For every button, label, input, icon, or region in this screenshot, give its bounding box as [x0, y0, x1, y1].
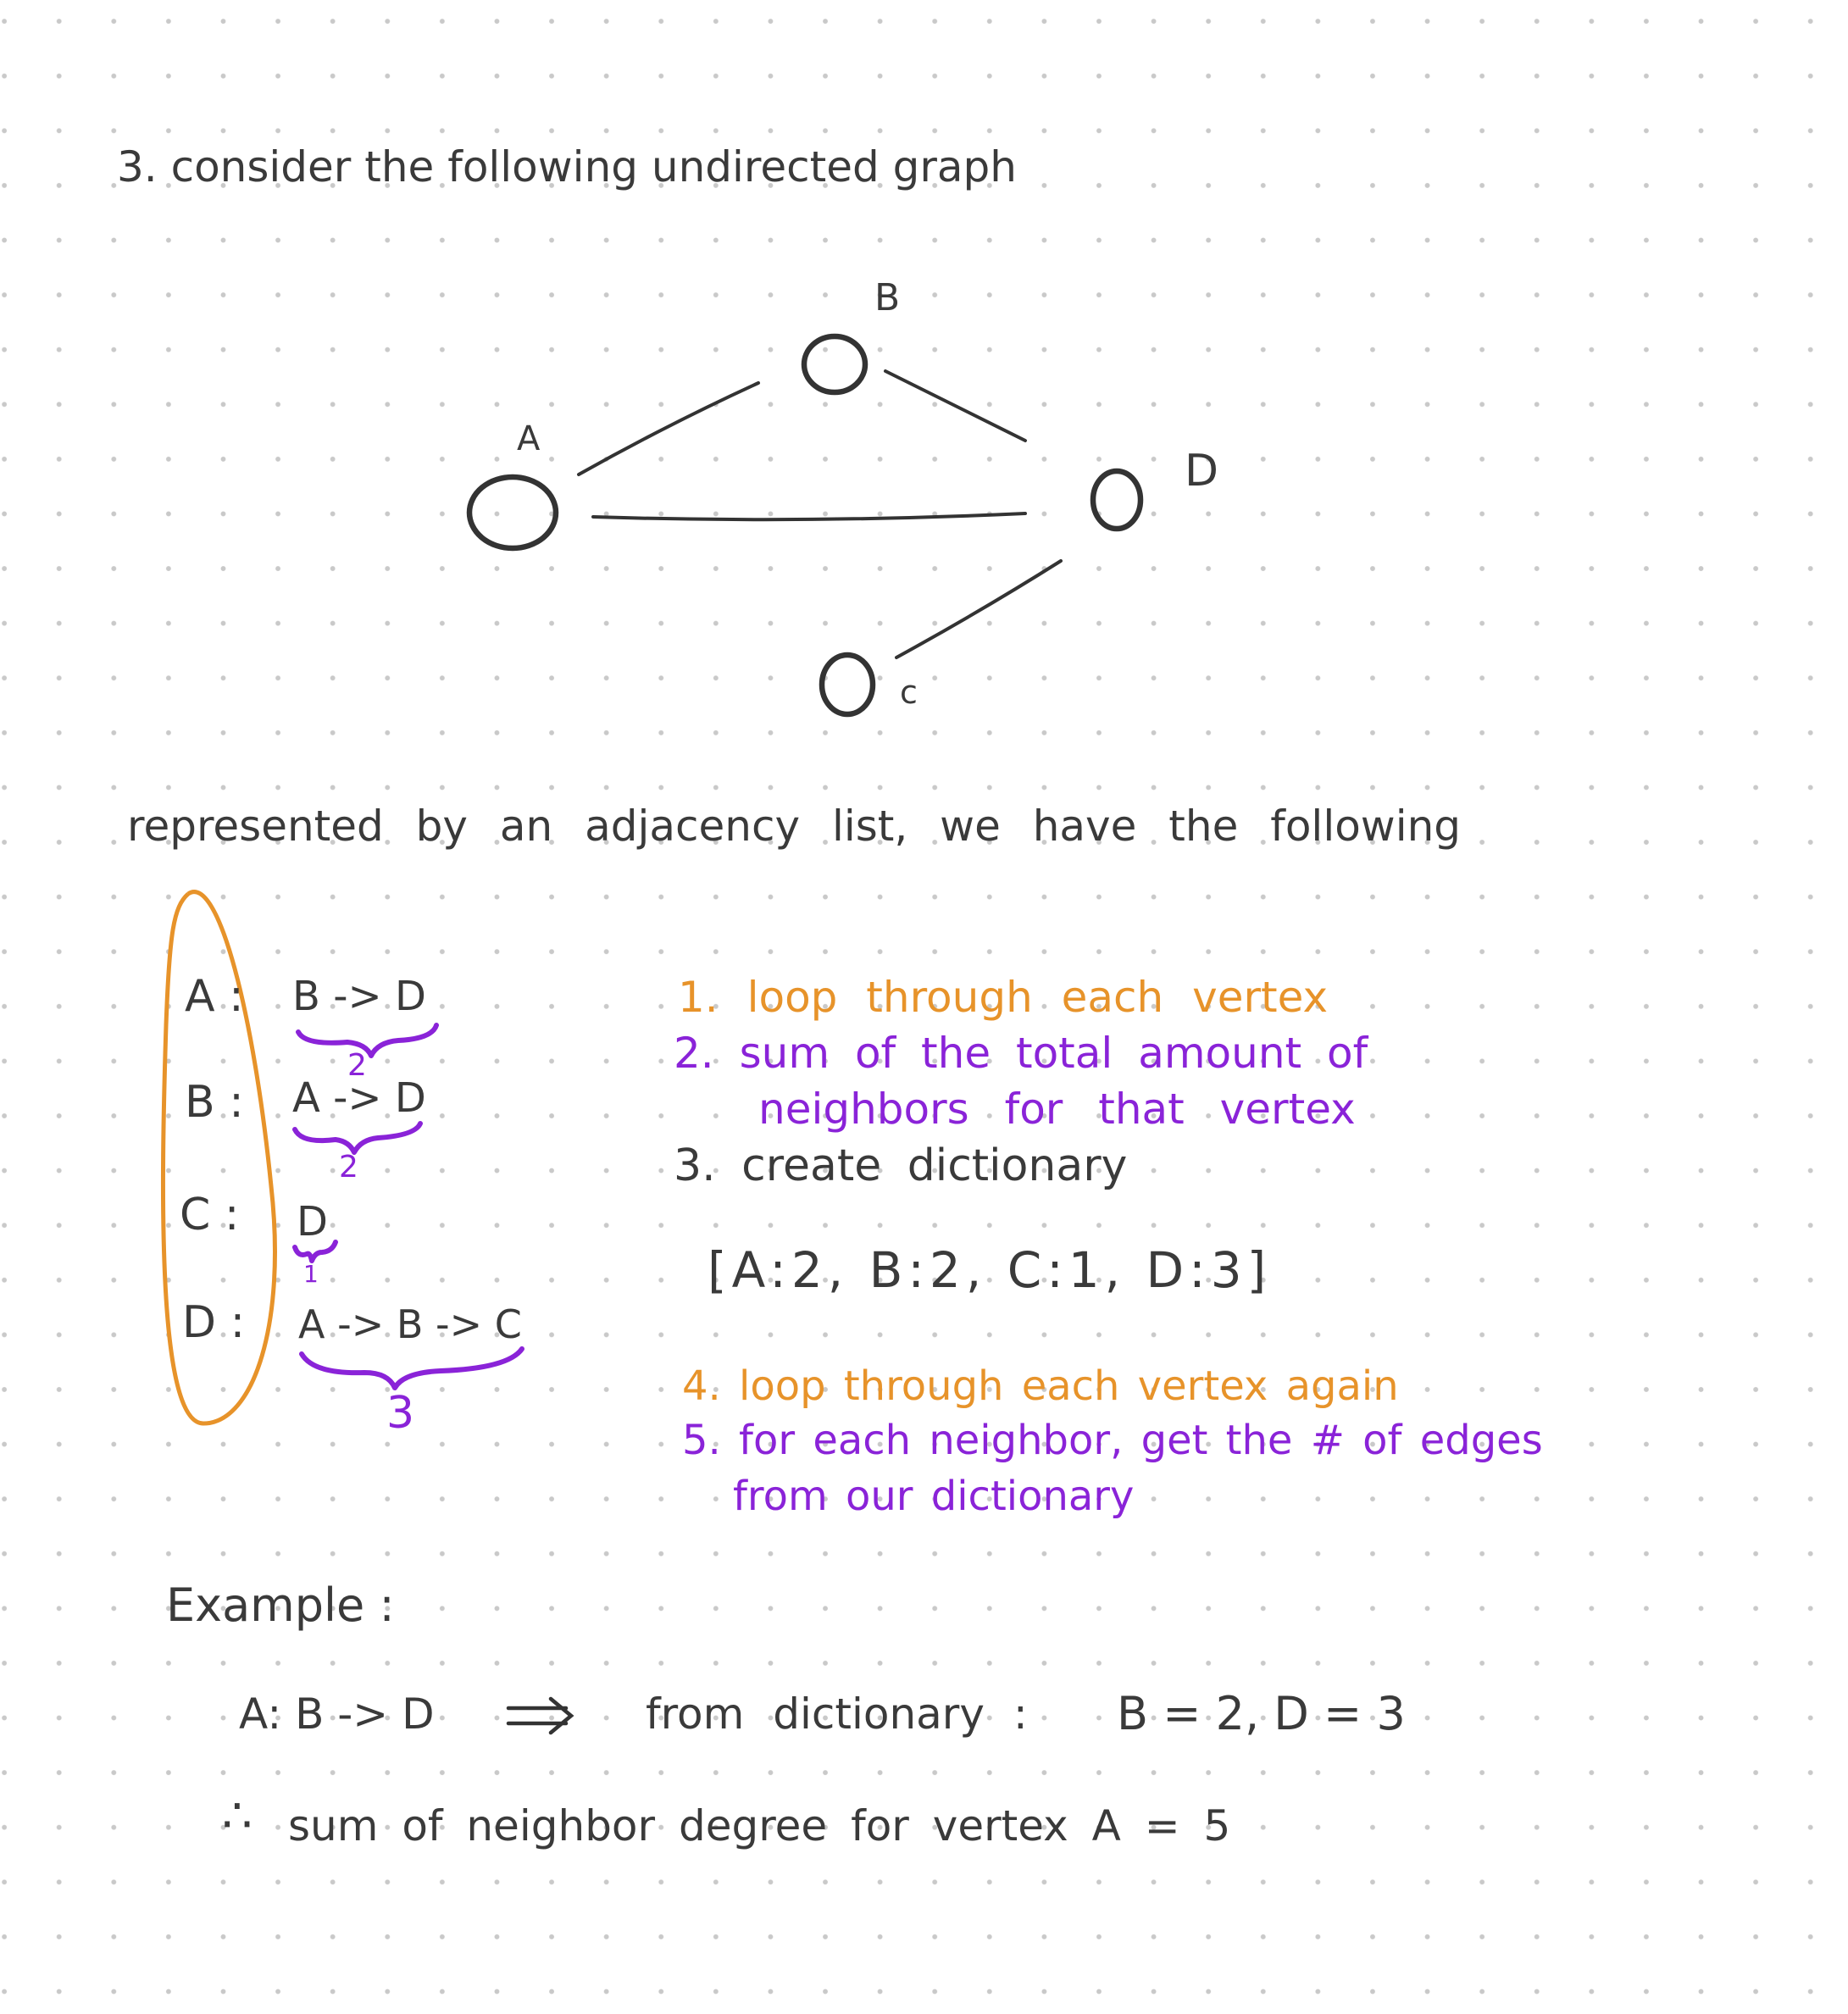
adjacency-intro: represented by an adjacency list, we hav…: [127, 802, 1462, 851]
node-label-c: c: [900, 674, 918, 711]
example-dictionary-lookup: from dictionary :: [646, 1689, 1028, 1739]
edge-a-b: [577, 381, 760, 476]
brace-b: [292, 1121, 423, 1155]
node-b: [801, 333, 869, 396]
vertex-d-label: D :: [182, 1297, 246, 1348]
node-label-b: B: [874, 276, 901, 319]
step-5-continued: from our dictionary: [733, 1473, 1135, 1520]
step-4: 4. loop through each vertex again: [682, 1362, 1399, 1410]
step-5: 5. for each neighbor, get the # of edges: [682, 1417, 1543, 1464]
vertex-c-count: 1: [303, 1260, 319, 1288]
problem-title: 3. consider the following undirected gra…: [117, 142, 1017, 191]
step-1: 1. loop through each vertex: [678, 973, 1329, 1022]
degree-dictionary: [A:2, B:2, C:1, D:3]: [708, 1241, 1272, 1299]
brace-d: [299, 1346, 524, 1390]
vertex-b-list: A -> D: [292, 1074, 426, 1122]
vertex-b-count: 2: [339, 1150, 358, 1185]
vertex-d-count: 3: [386, 1388, 415, 1439]
node-d: [1090, 468, 1144, 532]
vertex-loop-highlight: [160, 890, 277, 1426]
brace-a: [296, 1023, 439, 1058]
edge-c-d: [895, 559, 1063, 659]
node-label-a: A: [517, 419, 541, 458]
vertex-a-list: B -> D: [292, 973, 426, 1020]
example-arrow-icon: [506, 1696, 574, 1735]
example-lookup-values: B = 2, D = 3: [1117, 1687, 1406, 1740]
example-arrow-text: =>: [508, 1696, 576, 1737]
therefore-icon: ∴: [222, 1789, 253, 1844]
step-2-continued: neighbors for that vertex: [758, 1085, 1356, 1134]
brace-c: [292, 1240, 338, 1263]
step-2: 2. sum of the total amount of: [674, 1029, 1368, 1078]
example-vertex-list: A: B -> D: [239, 1689, 435, 1739]
vertex-b-label: B :: [185, 1077, 244, 1128]
node-a: [466, 474, 559, 552]
node-c: [819, 652, 876, 718]
step-3: 3. create dictionary: [674, 1140, 1128, 1191]
example-conclusion: sum of neighbor degree for vertex A = 5: [288, 1801, 1231, 1850]
vertex-c-label: C :: [180, 1190, 240, 1240]
example-heading: Example :: [166, 1578, 395, 1632]
vertex-a-count: 2: [347, 1048, 367, 1083]
vertex-a-label: A :: [185, 971, 244, 1022]
vertex-c-list: D: [297, 1198, 328, 1246]
edge-b-d: [884, 369, 1027, 442]
node-label-d: D: [1185, 446, 1219, 497]
vertex-d-list: A -> B -> C: [298, 1301, 522, 1347]
edge-a-d: [591, 512, 1027, 522]
